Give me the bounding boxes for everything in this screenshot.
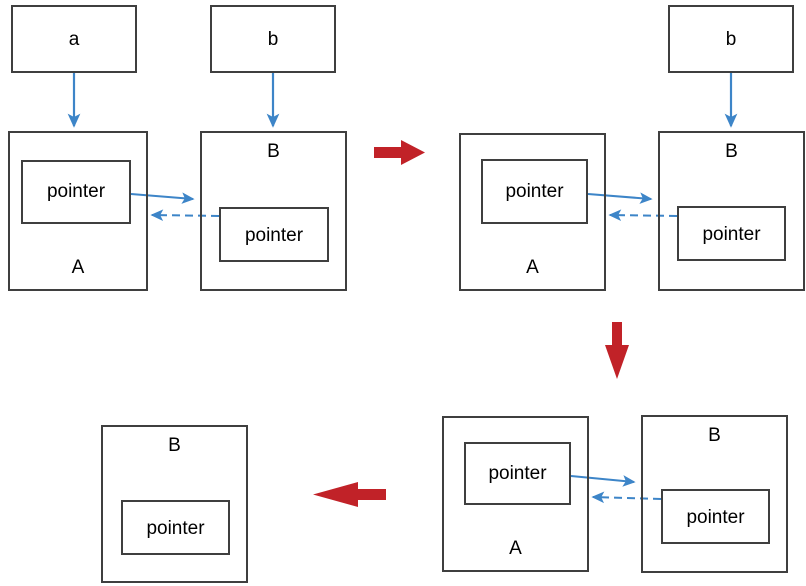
- heap-box-A-2-label: A: [526, 257, 539, 278]
- stack-box-b-2-label: b: [725, 29, 737, 50]
- stack-box-b[interactable]: [210, 5, 336, 73]
- heap-box-B-2-label: B: [725, 141, 738, 162]
- transition-arrow-right: [374, 140, 425, 165]
- heap-box-B-4[interactable]: [101, 425, 248, 583]
- heap-box-B[interactable]: [200, 131, 347, 291]
- heap-box-B-2[interactable]: [658, 131, 805, 291]
- stack-box-a-label: a: [68, 29, 80, 50]
- heap-box-A-inner-pointer[interactable]: [21, 160, 131, 224]
- heap-box-B-inner-pointer-label: pointer: [244, 225, 304, 246]
- stack-box-b-label: b: [267, 29, 279, 50]
- heap-box-A-2-inner-pointer[interactable]: [481, 159, 588, 224]
- heap-box-A-inner-pointer-label: pointer: [46, 181, 106, 202]
- transition-arrow-down: [605, 322, 629, 379]
- heap-box-B-3[interactable]: [641, 415, 788, 573]
- heap-box-A-2[interactable]: [459, 133, 606, 291]
- heap-box-B-3-inner-pointer[interactable]: [661, 489, 770, 544]
- heap-box-A-2-inner-pointer-label: pointer: [505, 181, 564, 202]
- heap-box-B-2-inner-pointer-label: pointer: [702, 224, 761, 245]
- transition-arrow-left: [313, 482, 386, 507]
- heap-box-B-3-label: B: [708, 425, 721, 446]
- heap-box-A[interactable]: [8, 131, 148, 291]
- heap-box-B-3-inner-pointer-label: pointer: [686, 507, 745, 528]
- heap-box-A-3-label: A: [509, 538, 522, 559]
- heap-box-B-2-inner-pointer[interactable]: [677, 206, 786, 261]
- heap-box-B-label: B: [267, 141, 280, 162]
- heap-box-B-4-inner-pointer[interactable]: [121, 500, 230, 555]
- heap-box-A-label: A: [71, 257, 85, 278]
- heap-box-B-inner-pointer[interactable]: [219, 207, 329, 262]
- heap-box-B-4-label: B: [168, 435, 181, 456]
- stack-box-b-2[interactable]: [668, 5, 794, 73]
- heap-box-A-3-inner-pointer[interactable]: [464, 442, 571, 505]
- heap-box-A-3-inner-pointer-label: pointer: [488, 463, 547, 484]
- heap-box-B-4-inner-pointer-label: pointer: [146, 518, 205, 539]
- stack-box-a[interactable]: [11, 5, 137, 73]
- heap-box-A-3[interactable]: [442, 416, 589, 572]
